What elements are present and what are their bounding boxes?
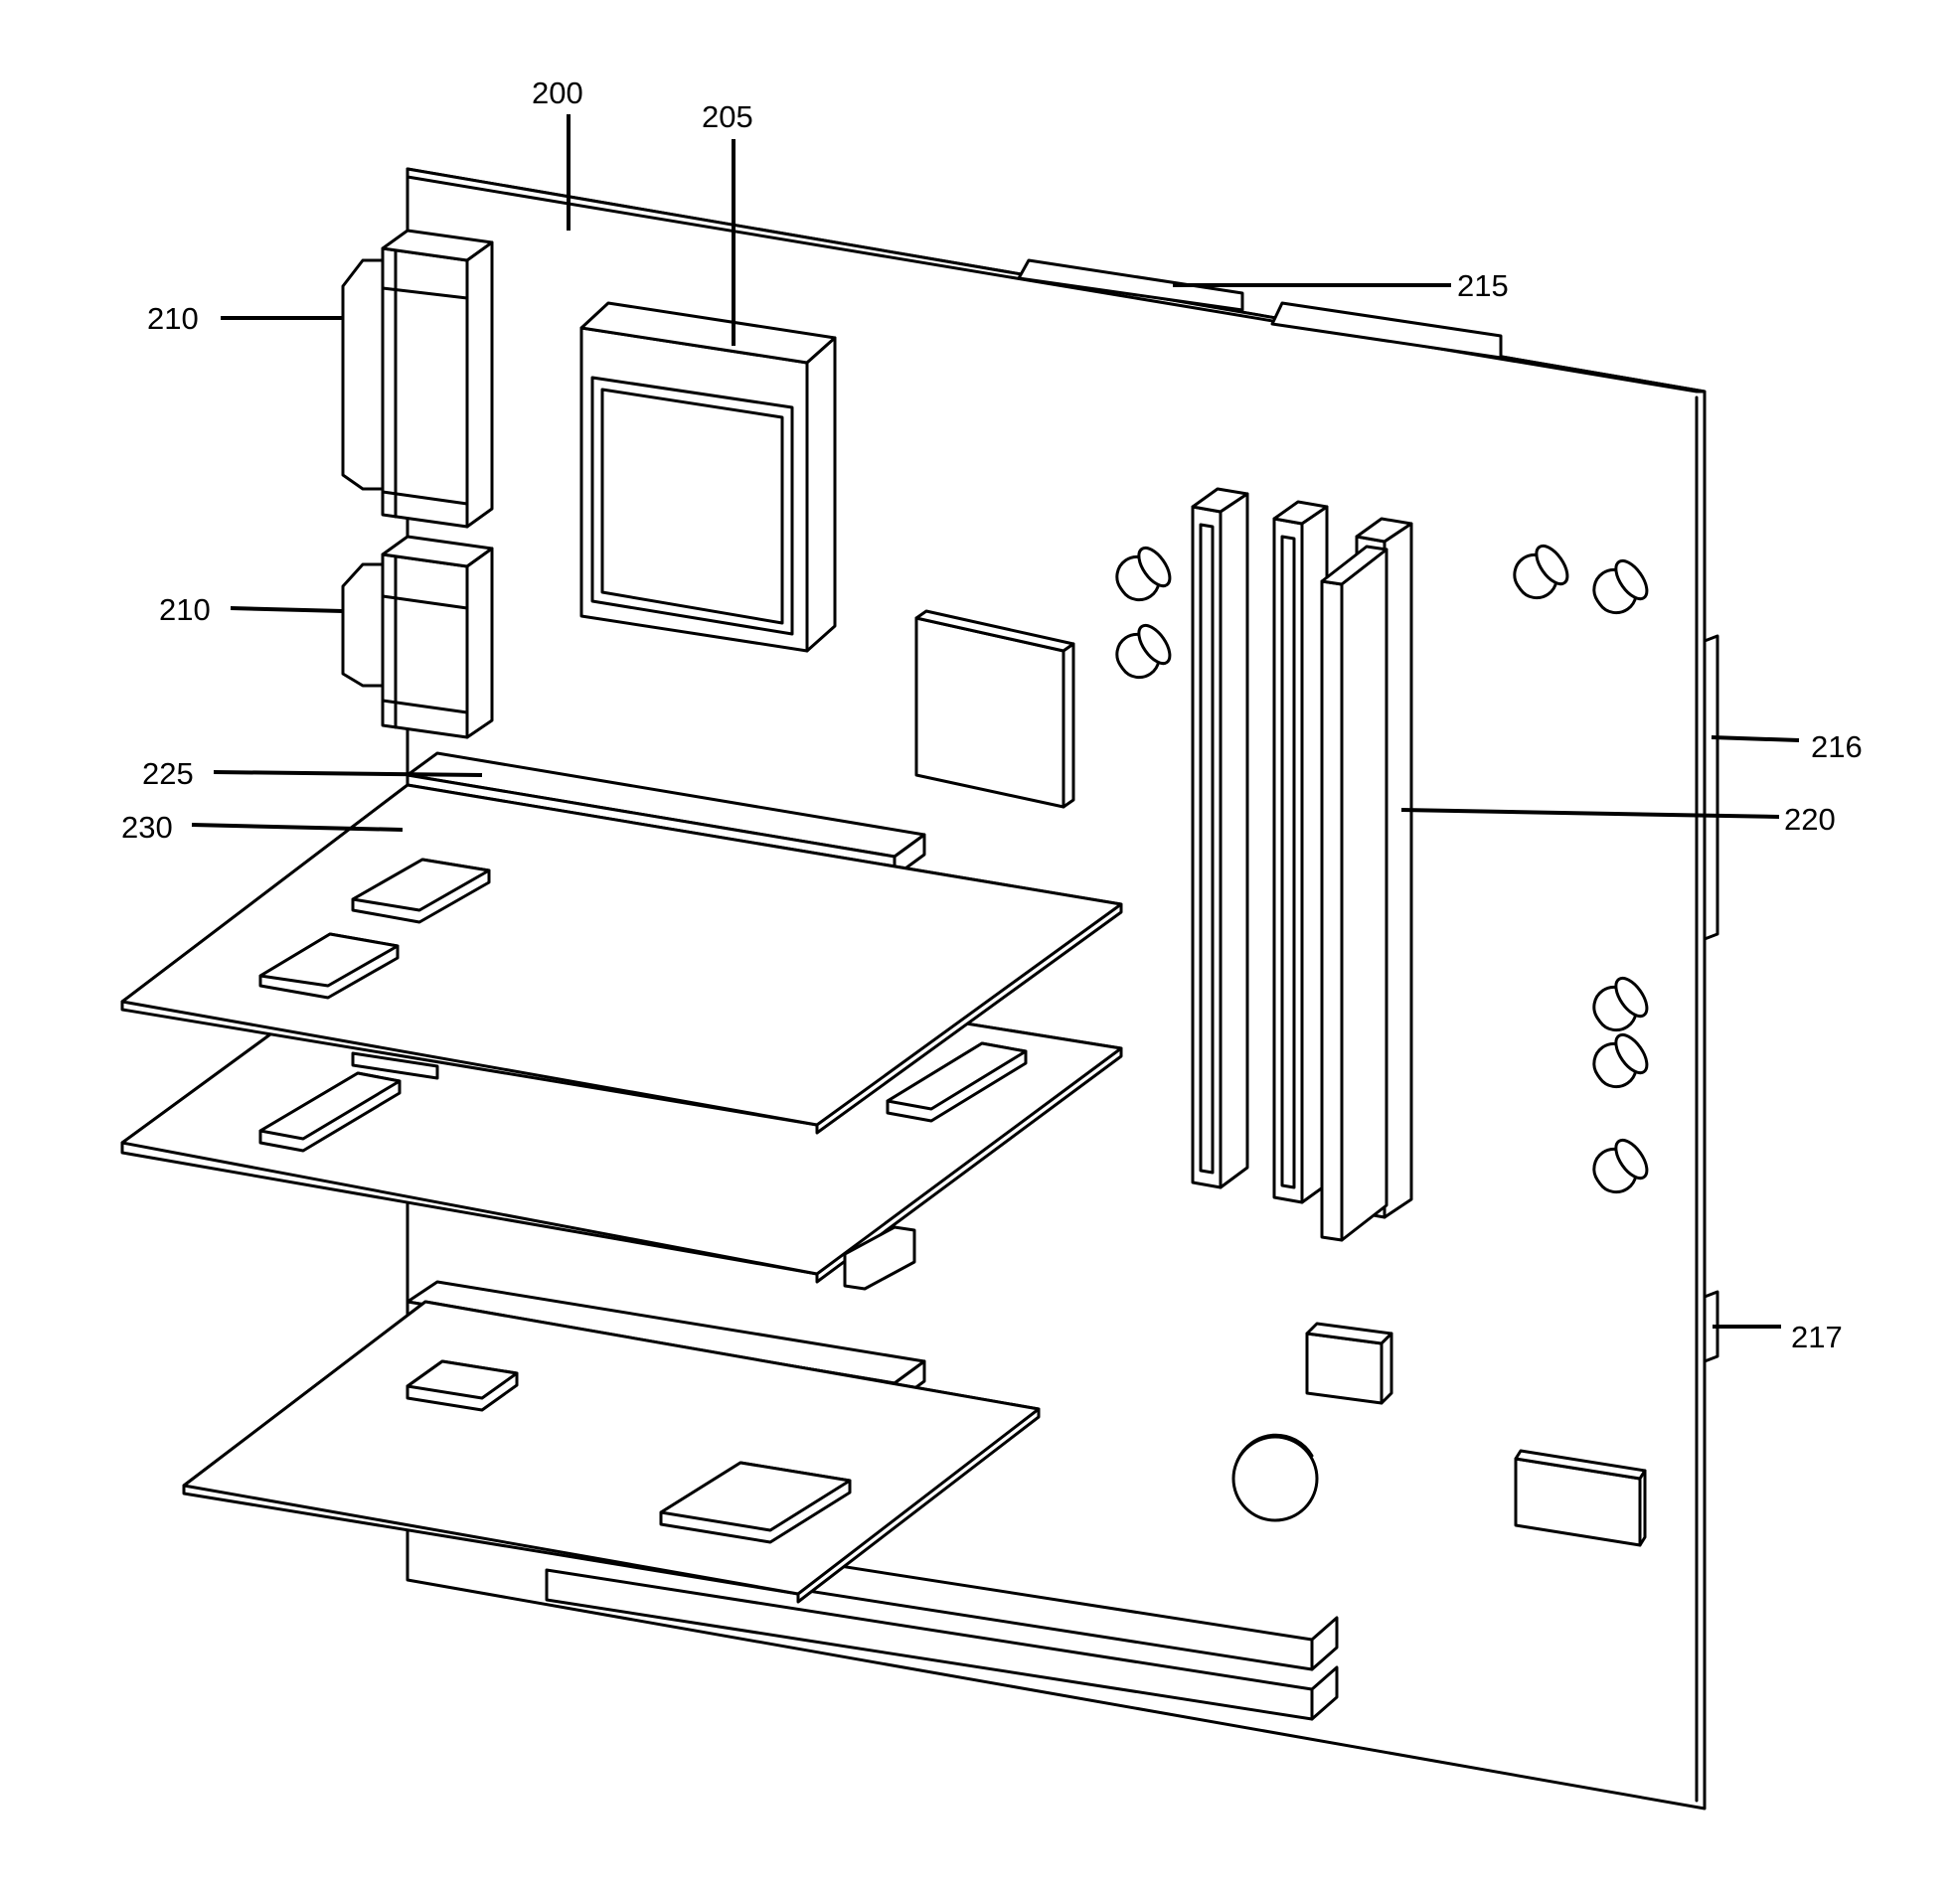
capacitors — [1115, 544, 1649, 1194]
memory-module — [1320, 545, 1388, 1242]
leader-lines — [191, 114, 1800, 1329]
label-220: 220 — [1784, 802, 1836, 837]
expansion-card-230 — [120, 783, 1123, 1135]
label-210-lower: 210 — [159, 592, 211, 627]
io-port-lower-210 — [341, 535, 494, 739]
side-connector-216 — [1703, 634, 1719, 941]
side-connector-217 — [1703, 1290, 1719, 1363]
chipset — [914, 609, 1075, 809]
label-217: 217 — [1791, 1320, 1843, 1354]
label-225: 225 — [142, 756, 194, 791]
bios-chip — [1514, 1449, 1647, 1547]
label-210-upper: 210 — [147, 301, 199, 336]
pci-slot-lower-2 — [545, 1568, 1339, 1721]
label-216: 216 — [1811, 729, 1863, 764]
label-200: 200 — [532, 76, 583, 110]
memory-slot-1 — [1191, 487, 1249, 1189]
memory-slot-2 — [1272, 500, 1329, 1204]
label-215: 215 — [1457, 268, 1509, 303]
label-230: 230 — [121, 810, 173, 845]
expansion-card-bottom — [182, 1300, 1041, 1604]
battery — [1231, 1433, 1319, 1522]
top-edge-connector-215 — [1017, 258, 1503, 360]
small-chip — [1305, 1322, 1393, 1405]
processor-205 — [579, 301, 837, 653]
label-205: 205 — [702, 99, 753, 134]
reference-labels: 200 205 210 210 215 216 217 220 225 230 — [121, 76, 1863, 1354]
io-port-upper-210 — [341, 229, 494, 529]
